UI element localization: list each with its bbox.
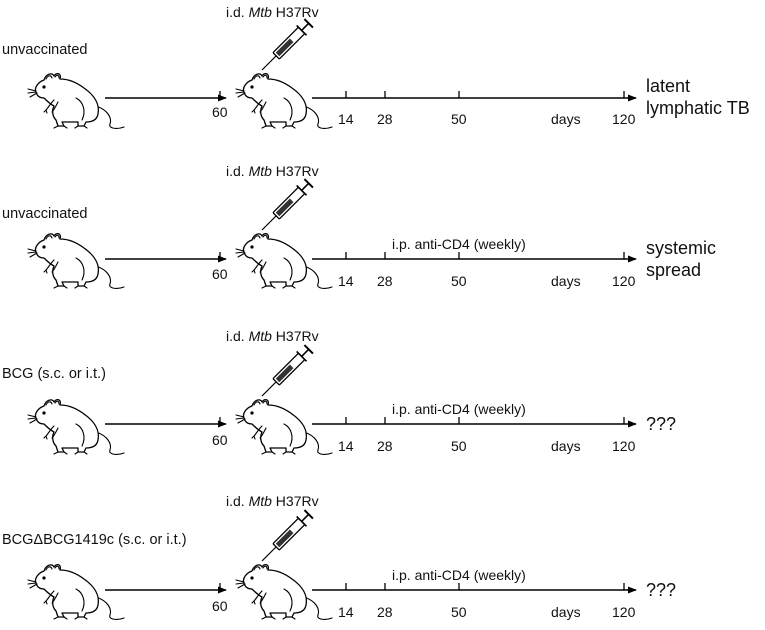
outcome-label: ???: [646, 414, 676, 434]
day-label: 28: [377, 273, 393, 289]
treatment-label: i.p. anti-CD4 (weekly): [392, 567, 526, 583]
days-label: days: [551, 604, 581, 620]
pre-day-label: 60: [212, 104, 228, 120]
syringe-icon: [261, 508, 315, 562]
protocol-row: BCG (s.c. or i.t.) 60 i.d. Mtb H37Rv i.p…: [2, 328, 676, 456]
day-label: 14: [338, 111, 354, 127]
outcome-label: spread: [646, 260, 701, 280]
day-label: 14: [338, 604, 354, 620]
outcome-label: lymphatic TB: [646, 98, 750, 118]
protocol-row: BCGΔBCG1419c (s.c. or i.t.) 60 i.d. Mtb …: [2, 493, 676, 621]
treatment-label: i.p. anti-CD4 (weekly): [392, 401, 526, 417]
day-label: 14: [338, 273, 354, 289]
infection-label: i.d. Mtb H37Rv: [226, 163, 319, 179]
group-label: BCG (s.c. or i.t.): [2, 366, 106, 382]
day-label: 50: [451, 604, 467, 620]
protocol-row: unvaccinated 60 i.d. Mtb H37Rv i.p. anti…: [2, 163, 716, 290]
mouse-icon: [235, 232, 333, 290]
syringe-icon: [261, 343, 315, 397]
day-label: 50: [451, 111, 467, 127]
days-label: days: [551, 438, 581, 454]
day-label: 120: [612, 111, 636, 127]
pre-day-label: 60: [212, 598, 228, 614]
group-label: BCGΔBCG1419c (s.c. or i.t.): [2, 532, 187, 548]
infection-label: i.d. Mtb H37Rv: [226, 328, 319, 344]
mouse-icon: [235, 563, 333, 621]
day-label: 28: [377, 111, 393, 127]
mouse-icon: [235, 72, 333, 130]
syringe-icon: [261, 177, 315, 231]
mouse-icon: [27, 232, 125, 290]
syringe-icon: [261, 17, 315, 71]
pre-day-label: 60: [212, 432, 228, 448]
days-label: days: [551, 111, 581, 127]
protocol-row: unvaccinated 60 i.d. Mtb H37Rv 14 28 50 …: [2, 4, 750, 130]
outcome-label: latent: [646, 76, 690, 96]
day-label: 120: [612, 604, 636, 620]
day-label: 50: [451, 438, 467, 454]
group-label: unvaccinated: [2, 206, 87, 222]
days-label: days: [551, 273, 581, 289]
mouse-icon: [27, 72, 125, 130]
day-label: 28: [377, 604, 393, 620]
mouse-icon: [235, 398, 333, 456]
day-label: 50: [451, 273, 467, 289]
infection-label: i.d. Mtb H37Rv: [226, 4, 319, 20]
pre-day-label: 60: [212, 266, 228, 282]
day-label: 120: [612, 438, 636, 454]
mouse-icon: [27, 563, 125, 621]
outcome-label: ???: [646, 580, 676, 600]
mouse-icon: [27, 398, 125, 456]
day-label: 28: [377, 438, 393, 454]
day-label: 14: [338, 438, 354, 454]
group-label: unvaccinated: [2, 42, 87, 58]
day-label: 120: [612, 273, 636, 289]
infection-label: i.d. Mtb H37Rv: [226, 493, 319, 509]
outcome-label: systemic: [646, 238, 716, 258]
treatment-label: i.p. anti-CD4 (weekly): [392, 236, 526, 252]
